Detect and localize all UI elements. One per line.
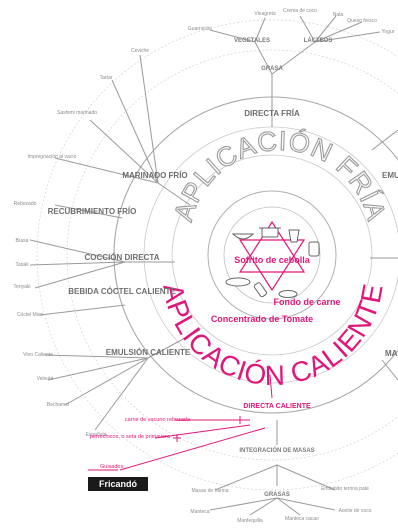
leaf-guisados: Guisados (100, 464, 123, 470)
leaf-ceviche: Ceviche (131, 48, 149, 54)
node-grasa: GRASA (261, 66, 283, 72)
tray-icon (278, 290, 298, 298)
leaf-brasa: Brasa (15, 238, 28, 244)
jar-icon (308, 241, 320, 257)
leaf-bechamel: Bechamel (47, 402, 69, 408)
glass-icon (288, 229, 300, 243)
main-nodes: DIRECTA FRÍA MARINADO FRÍO RECUBRIMIENTO… (48, 37, 398, 498)
leaf-masas-harina: Masas de harina (192, 488, 229, 494)
leaf-sashimi: Sashimi marinado (57, 110, 97, 116)
node-marinado-frio: MARINADO FRÍO (122, 171, 187, 180)
dish-label: Fricandó (98, 479, 137, 489)
leaf-perrechicos: perrechicos, o seta de primavera (90, 434, 171, 440)
node-vegetales: VEGETALES (234, 38, 270, 44)
bottle-icon (253, 282, 268, 298)
leaf-teriyaki: Teriyaki (14, 284, 31, 290)
node-emulsion-caliente: EMULSIÓN CALIENTE (106, 348, 191, 357)
node-coccion-directa: COCCIÓN DIRECTA (85, 253, 160, 262)
leaf-tartar: Tartar (100, 75, 113, 81)
node-ma-partial: MA C (385, 349, 398, 358)
node-lacteos: LÁCTEOS (304, 37, 333, 44)
leaf-crema-coco: Crema de coco (283, 8, 317, 14)
leaf-nata: Nata (333, 12, 344, 18)
leaf-queso-fresco: Queso fresco (347, 18, 377, 24)
leaf-aceite-coco: Aceite de coco (339, 508, 372, 514)
dish-label-box (88, 477, 148, 491)
leaf-impregnacion: Impregnación al vacío (28, 154, 77, 160)
bowl-icon (231, 233, 255, 240)
node-bebida-coctel: BEBIDA CÓCTEL CALIENTE (68, 287, 176, 296)
leaf-manteca-cacao: Manteca cacao (285, 516, 319, 522)
node-directa-caliente: DIRECTA CALIENTE (243, 403, 311, 410)
leaf-coctel-miso: Cóctel Miso (17, 312, 43, 318)
node-emu-partial: EMU (382, 171, 398, 180)
leaf-labels: Guarnición Vinagreta Crema de coco Nata … (14, 8, 395, 524)
leaf-mantequilla: Mantequilla (237, 518, 263, 524)
plate-icon (225, 277, 251, 287)
central-star (238, 220, 306, 292)
node-integracion-masas: INTEGRACIÓN DE MASAS (239, 446, 314, 454)
pink-leaf-labels: carne de vacuno rebozada perrechicos, o … (90, 417, 191, 470)
rings (36, 19, 398, 491)
ingredient-icons (225, 227, 320, 298)
sofrito-label: Sofrito de cebolla (234, 255, 311, 265)
node-directa-fria: DIRECTA FRÍA (244, 109, 300, 118)
leaf-vino-caliente: Vino Caliente (23, 352, 53, 358)
plus-markers (173, 416, 244, 442)
leaf-tataki: Tataki (15, 262, 28, 268)
pot-icon (259, 227, 281, 238)
leaf-carne-vacuno: carne de vacuno rebozada (125, 417, 191, 423)
leaf-manteca: Manteca (190, 509, 209, 515)
inner-labels: Sofrito de cebolla Fondo de carne Concen… (211, 255, 341, 324)
concentrado-label: Concentrado de Tomate (211, 314, 313, 324)
fondo-label: Fondo de carne (273, 297, 340, 307)
leaf-guarnicion: Guarnición (188, 26, 212, 32)
node-grasas: GRASAS (264, 492, 290, 498)
leaf-yogur: Yogur (382, 29, 395, 35)
leaf-veloute: Velouté (37, 376, 54, 382)
cold-application-ring-label: APLICACIÓN FRÍA (168, 125, 392, 224)
connector-lines (29, 15, 398, 516)
leaf-embutido: Embutido terrina paté (321, 486, 369, 492)
leaf-espanola: Española (86, 432, 107, 438)
leaf-rebozado: Rebozado (14, 201, 37, 207)
leaf-vinagreta: Vinagreta (254, 11, 276, 17)
node-recubrimiento-frio: RECUBRIMIENTO FRÍO (48, 207, 137, 216)
